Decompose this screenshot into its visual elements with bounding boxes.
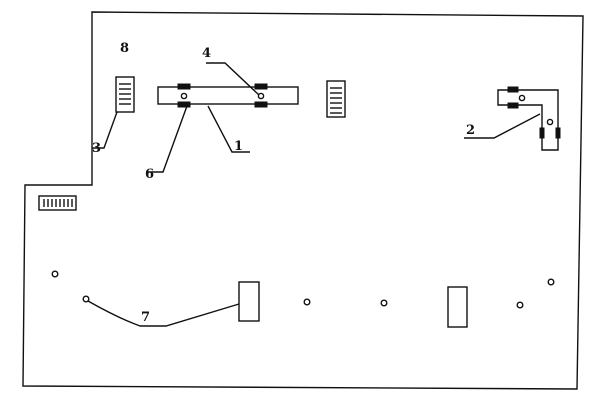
bolt-hole-6 <box>180 92 188 100</box>
l-bracket-2 <box>497 86 561 151</box>
label-1: 1 <box>234 139 243 154</box>
label-4: 4 <box>202 46 211 61</box>
mounting-holes <box>51 270 555 309</box>
grid-block-8 <box>115 76 135 113</box>
bolt-hole-4 <box>257 92 265 100</box>
label-2: 2 <box>466 123 475 138</box>
base-plate-outline <box>22 11 584 390</box>
label-3: 3 <box>92 141 101 156</box>
label-8: 8 <box>120 41 129 56</box>
lower-block-left <box>238 281 260 322</box>
grid-block-middle <box>326 80 346 118</box>
grid-block-left <box>38 195 77 211</box>
label-7: 7 <box>141 310 150 325</box>
leader-lines <box>87 62 541 327</box>
horizontal-bar-1 <box>157 83 299 108</box>
lower-block-right <box>447 286 468 328</box>
label-6: 6 <box>145 167 154 182</box>
